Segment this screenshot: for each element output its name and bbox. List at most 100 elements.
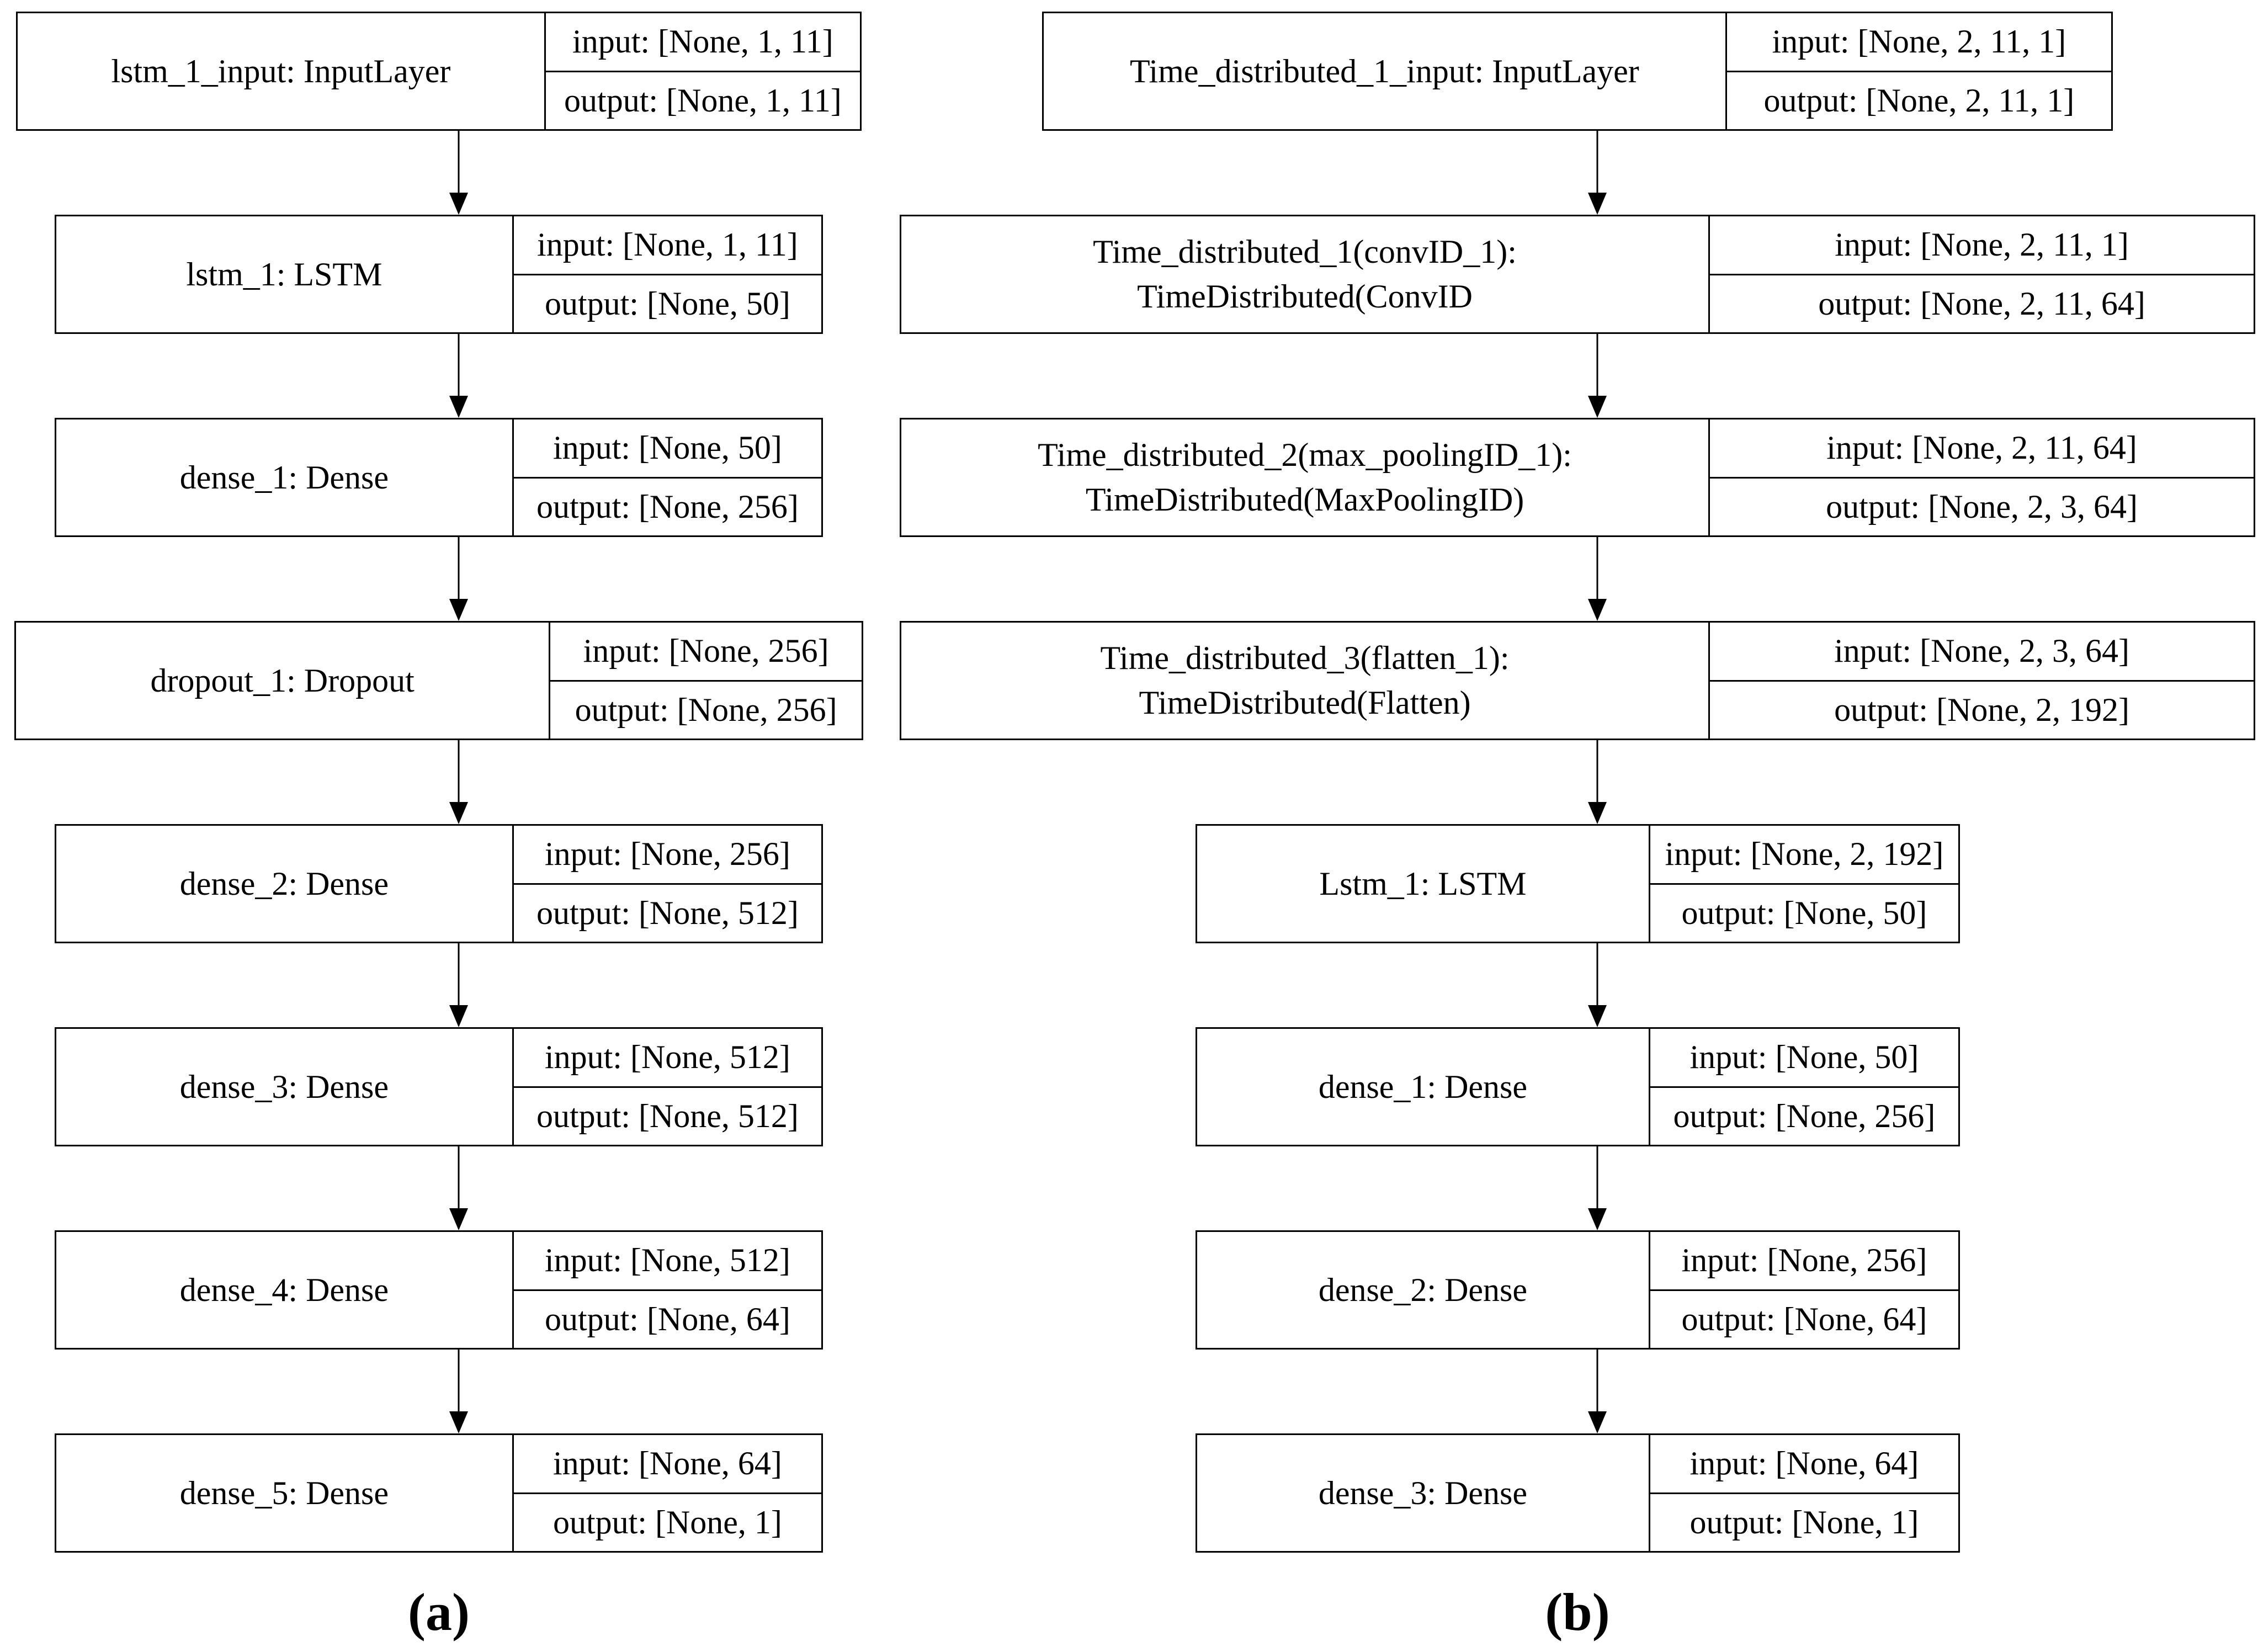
layer-name-line1: dense_4: Dense xyxy=(179,1271,389,1308)
layer-input-shape: input: [None, 2, 3, 64] xyxy=(1834,633,2130,670)
layer-io: input: [None, 50] output: [None, 256] xyxy=(513,419,821,535)
layer-node-time-distributed-2: Time_distributed_2(max_poolingID_1): Tim… xyxy=(900,418,2255,537)
layer-output-shape: output: [None, 50] xyxy=(513,273,821,333)
arrow-down-icon xyxy=(449,599,468,621)
layer-name: Time_distributed_1_input: InputLayer xyxy=(1044,13,1727,129)
layer-node-dense-5: dense_5: Dense input: [None, 64] output:… xyxy=(55,1433,823,1553)
layer-name: Time_distributed_2(max_poolingID_1): Tim… xyxy=(901,419,1710,535)
layer-name: dense_4: Dense xyxy=(56,1232,514,1348)
layer-name-line1: dense_3: Dense xyxy=(1318,1474,1528,1511)
layer-name-line1: dropout_1: Dropout xyxy=(150,662,415,699)
layer-output-shape: output: [None, 64] xyxy=(513,1289,821,1348)
layer-io: input: [None, 1, 11] output: [None, 50] xyxy=(513,216,821,333)
layer-input-shape: input: [None, 50] xyxy=(552,429,782,466)
arrow-line xyxy=(1596,1146,1598,1210)
layer-output-shape: output: [None, 2, 3, 64] xyxy=(1710,476,2254,536)
arrow-line xyxy=(458,334,460,398)
layer-io: input: [None, 256] output: [None, 256] xyxy=(550,623,862,739)
layer-name-line1: Time_distributed_1_input: InputLayer xyxy=(1130,52,1639,89)
arrow-down-icon xyxy=(449,1005,468,1027)
layer-name: dense_5: Dense xyxy=(56,1435,514,1551)
layer-name: dense_1: Dense xyxy=(56,419,514,535)
layer-io: input: [None, 50] output: [None, 256] xyxy=(1650,1029,1958,1145)
arrow-down-icon xyxy=(1588,193,1607,215)
layer-node-dense-4: dense_4: Dense input: [None, 512] output… xyxy=(55,1230,823,1350)
layer-output-shape: output: [None, 50] xyxy=(1650,883,1958,942)
panel-a: lstm_1_input: InputLayer input: [None, 1… xyxy=(13,12,864,1643)
arrow-down-icon xyxy=(449,396,468,418)
layer-output-shape: output: [None, 2, 192] xyxy=(1710,679,2254,739)
layer-io: input: [None, 2, 192] output: [None, 50] xyxy=(1650,826,1958,942)
layer-input-shape: input: [None, 64] xyxy=(552,1445,782,1482)
arrow-down-icon xyxy=(1588,599,1607,621)
arrow-line xyxy=(458,537,460,601)
layer-io: input: [None, 512] output: [None, 512] xyxy=(513,1029,821,1145)
layer-name: Time_distributed_3(flatten_1): TimeDistr… xyxy=(901,623,1710,739)
layer-name: Lstm_1: LSTM xyxy=(1197,826,1651,942)
connector-arrow xyxy=(442,334,475,418)
connector-arrow xyxy=(442,1350,475,1433)
arrow-line xyxy=(1596,334,1598,398)
layer-node-lstm-1: lstm_1: LSTM input: [None, 1, 11] output… xyxy=(55,215,823,334)
layer-name-line1: dense_2: Dense xyxy=(179,865,389,902)
layer-name: dense_3: Dense xyxy=(1197,1435,1651,1551)
layer-io: input: [None, 256] output: [None, 512] xyxy=(513,826,821,942)
arrow-line xyxy=(458,1350,460,1414)
arrow-line xyxy=(458,1146,460,1210)
layer-node-dense-2: dense_2: Dense input: [None, 256] output… xyxy=(55,824,823,943)
connector-arrow xyxy=(442,740,475,824)
layer-name-line1: lstm_1_input: InputLayer xyxy=(111,52,451,89)
layer-name: lstm_1_input: InputLayer xyxy=(18,13,546,129)
layer-node-time-distributed-1: Time_distributed_1(convID_1): TimeDistri… xyxy=(900,215,2255,334)
layer-io: input: [None, 2, 11, 1] output: [None, 2… xyxy=(1726,13,2111,129)
layer-io: input: [None, 64] output: [None, 1] xyxy=(1650,1435,1958,1551)
arrow-line xyxy=(1596,537,1598,601)
arrow-line xyxy=(458,131,460,195)
arrow-down-icon xyxy=(449,1411,468,1433)
layer-node-lstm-1-input: lstm_1_input: InputLayer input: [None, 1… xyxy=(16,12,862,131)
arrow-down-icon xyxy=(1588,1005,1607,1027)
layer-input-shape: input: [None, 256] xyxy=(544,836,790,873)
connector-arrow xyxy=(442,943,475,1027)
layer-name: dense_2: Dense xyxy=(1197,1232,1651,1348)
layer-input-shape: input: [None, 2, 11, 1] xyxy=(1772,23,2066,60)
layer-input-shape: input: [None, 512] xyxy=(544,1039,790,1076)
connector-arrow xyxy=(1581,1350,1614,1433)
layer-output-shape: output: [None, 1] xyxy=(513,1492,821,1552)
layer-name-line1: dense_3: Dense xyxy=(179,1068,389,1105)
layer-name-line2: TimeDistributed(ConvID xyxy=(1137,278,1473,315)
layer-io: input: [None, 512] output: [None, 64] xyxy=(513,1232,821,1348)
layer-node-time-distributed-3: Time_distributed_3(flatten_1): TimeDistr… xyxy=(900,621,2255,740)
layer-input-shape: input: [None, 2, 11, 64] xyxy=(1826,429,2137,466)
layer-name-line2: TimeDistributed(Flatten) xyxy=(1139,684,1471,721)
arrow-down-icon xyxy=(449,802,468,824)
layer-input-shape: input: [None, 256] xyxy=(1681,1242,1927,1279)
layer-io: input: [None, 64] output: [None, 1] xyxy=(513,1435,821,1552)
layer-name-line1: Lstm_1: LSTM xyxy=(1319,865,1527,902)
layer-io: input: [None, 2, 3, 64] output: [None, 2… xyxy=(1710,623,2254,739)
connector-arrow xyxy=(1581,537,1614,621)
layer-output-shape: output: [None, 512] xyxy=(513,883,821,942)
arrow-line xyxy=(1596,131,1598,195)
layer-node-lstm-1: Lstm_1: LSTM input: [None, 2, 192] outpu… xyxy=(1195,824,1960,943)
layer-name: Time_distributed_1(convID_1): TimeDistri… xyxy=(901,216,1710,332)
arrow-line xyxy=(1596,740,1598,804)
layer-io: input: [None, 256] output: [None, 64] xyxy=(1650,1232,1958,1348)
connector-arrow xyxy=(1581,943,1614,1027)
layer-name: dense_3: Dense xyxy=(56,1029,514,1145)
layer-name-line1: dense_2: Dense xyxy=(1318,1271,1528,1308)
layer-name: dense_2: Dense xyxy=(56,826,514,942)
panel-a-label: (a) xyxy=(408,1582,470,1642)
arrow-line xyxy=(1596,1350,1598,1414)
layer-output-shape: output: [None, 256] xyxy=(550,679,862,739)
layer-node-dense-2: dense_2: Dense input: [None, 256] output… xyxy=(1195,1230,1960,1350)
layer-name: dropout_1: Dropout xyxy=(16,623,551,739)
layer-input-shape: input: [None, 256] xyxy=(583,633,829,670)
connector-arrow xyxy=(442,1146,475,1230)
arrow-down-icon xyxy=(1588,802,1607,824)
arrow-line xyxy=(1596,943,1598,1007)
layer-name-line1: Time_distributed_1(convID_1): xyxy=(1093,233,1517,270)
layer-node-dense-3: dense_3: Dense input: [None, 64] output:… xyxy=(1195,1433,1960,1553)
layer-input-shape: input: [None, 64] xyxy=(1689,1445,1919,1482)
